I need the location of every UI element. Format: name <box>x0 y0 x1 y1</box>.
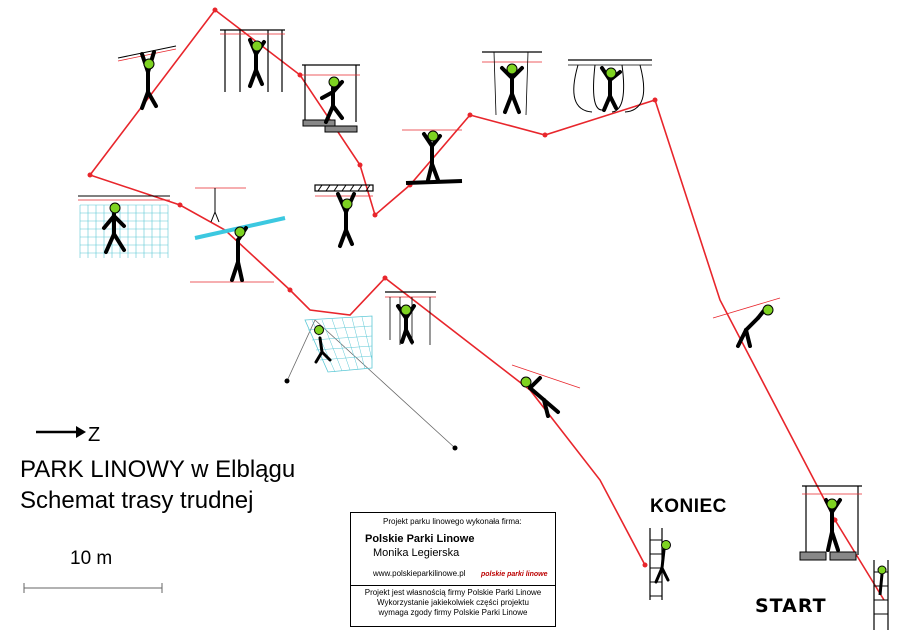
scale-bar <box>23 583 163 593</box>
ownership-notice: Projekt jest własnością firmy Polskie Pa… <box>351 588 555 618</box>
obstacle-start-frame <box>799 485 862 561</box>
obstacle-end-ladder <box>649 528 671 600</box>
obstacle-monkey-bars <box>314 184 374 248</box>
obstacle-frame-hang <box>220 29 285 92</box>
firm-person: Monika Legierska <box>373 547 460 559</box>
obstacle-platform <box>302 64 360 133</box>
obstacle-start-ladder <box>873 560 889 630</box>
obstacle-beam-walk <box>402 129 463 185</box>
obstacle-net-wall <box>78 195 170 258</box>
compass-label: Z <box>88 424 100 446</box>
obstacle-swing-beam <box>190 187 286 283</box>
obstacle-diagonal-rope <box>712 297 781 348</box>
obstacle-loops <box>568 59 652 113</box>
guy-lines <box>286 319 456 449</box>
ownership-line: wymaga zgody firmy Polskie Parki Linowe <box>378 608 528 617</box>
ownership-line: Wykorzystanie jakiekolwiek części projek… <box>377 598 529 607</box>
route-nodes <box>87 7 838 568</box>
end-label: KONIEC <box>650 496 727 517</box>
obstacle-tyrolean <box>511 364 581 418</box>
ownership-line: Projekt jest własnością firmy Polskie Pa… <box>364 588 542 597</box>
page-title: PARK LINOWY w Elblągu <box>20 456 296 483</box>
obstacle-zipline <box>117 45 177 110</box>
website-link[interactable]: www.polskieparkilinowe.pl <box>373 569 466 578</box>
scale-label: 10 m <box>70 548 113 569</box>
page-subtitle: Schemat trasy trudnej <box>20 487 254 514</box>
arrow-right-icon <box>36 426 86 438</box>
firm-name: Polskie Parki Linowe <box>365 533 475 545</box>
obstacle-diagonal-net <box>304 315 373 373</box>
start-label: START <box>755 595 827 617</box>
obstacle-hanging-ropes <box>385 291 436 345</box>
logo-text: polskie parki linowe <box>481 571 548 578</box>
company-info-box: Projekt parku linowego wykonała firma: P… <box>350 512 556 627</box>
obstacle-ropes <box>482 51 542 116</box>
made-by-text: Projekt parku linowego wykonała firma: <box>383 517 522 526</box>
company-header: Projekt parku linowego wykonała firma: P… <box>351 513 555 586</box>
